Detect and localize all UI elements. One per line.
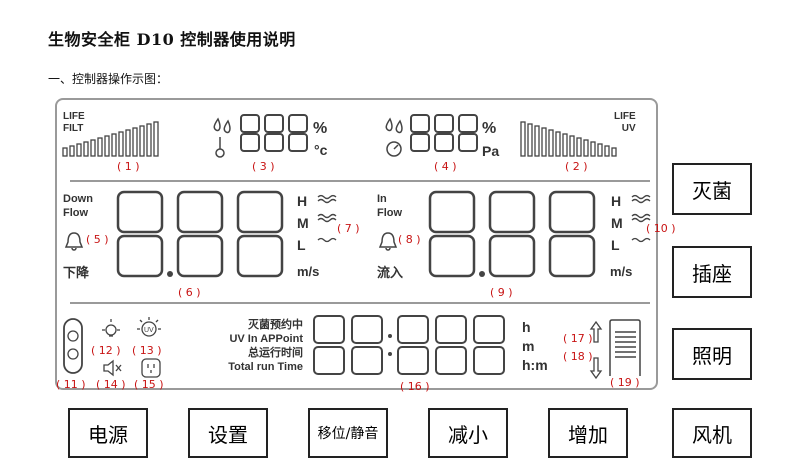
in-cn-label: 流入 [377, 266, 404, 281]
flow-text: Flow [63, 207, 89, 219]
m-level: M [297, 215, 309, 231]
inflow-unit: m/s [610, 264, 633, 279]
hour-unit: h [522, 319, 531, 335]
uv-text: UV [621, 123, 636, 134]
timer-digits [313, 315, 505, 375]
socket-icon [141, 358, 161, 378]
down-cn-label: 下降 [63, 266, 90, 281]
percent-unit-2: % [482, 120, 497, 137]
in-flow-label: In Flow [377, 192, 402, 220]
total-run-en: Total run Time [228, 361, 303, 373]
sash-window-icon [609, 319, 641, 376]
inflow-hml: H M L [611, 190, 623, 256]
downflow-digits [116, 190, 284, 278]
document-title: 生物安全柜 D10 控制器使用说明 [48, 30, 296, 49]
callout-17: ( 17 ) [563, 332, 593, 345]
lcd-divider-top [70, 180, 650, 182]
temp-humidity-digits [238, 112, 313, 166]
decrease-button[interactable]: 减小 [428, 408, 508, 458]
minute-unit: m [522, 338, 535, 354]
uv-lamp-icon: UV [137, 317, 161, 337]
seven-seg-3 [240, 114, 308, 152]
timer-units: h m h:m [522, 318, 548, 375]
life-text-2: LIFE [614, 111, 636, 122]
total-run-cn: 总运行时间 [248, 346, 303, 359]
callout-1: ( 1 ) [117, 160, 140, 173]
callout-4: ( 4 ) [434, 160, 457, 173]
shift-mute-button[interactable]: 移位/静音 [308, 408, 388, 458]
callout-5: ( 5 ) [86, 233, 109, 246]
power-button[interactable]: 电源 [68, 408, 148, 458]
callout-9: ( 9 ) [490, 286, 513, 299]
socket-button[interactable]: 插座 [672, 246, 752, 298]
lcd-divider-bottom [70, 302, 650, 304]
inflow-digits [428, 190, 596, 278]
callout-14: ( 14 ) [96, 378, 126, 391]
mute-speaker-icon [103, 359, 122, 377]
flow-text-2: Flow [377, 207, 403, 219]
pa-unit: Pa [482, 143, 500, 159]
lcd-panel [55, 98, 658, 390]
light-bulb-icon [102, 319, 120, 337]
down-text: Down [63, 193, 93, 205]
life-uv-label: LIFE UV [614, 111, 636, 135]
sterilize-button[interactable]: 灭菌 [672, 163, 752, 215]
callout-2: ( 2 ) [565, 160, 588, 173]
humidity-temp-icon [213, 117, 231, 158]
fan-speed-waves-icon [317, 194, 337, 243]
l-level-2: L [611, 237, 620, 253]
life-text: LIFE [63, 111, 85, 122]
pressure-digits [408, 112, 483, 161]
downflow-hml: H M L [297, 190, 309, 256]
hour-minute-unit: h:m [522, 357, 548, 373]
uv-appoint-en: UV In APPoint [229, 333, 303, 345]
celsius-unit: °c [314, 142, 328, 158]
callout-6: ( 6 ) [178, 286, 201, 299]
sash-up-down-icon [589, 320, 603, 380]
callout-15: ( 15 ) [134, 378, 164, 391]
filt-text: FILT [63, 123, 84, 134]
callout-12: ( 12 ) [91, 344, 121, 357]
life-filt-label: LIFE FILT [63, 111, 85, 135]
svg-text:UV: UV [144, 327, 154, 334]
callout-11: ( 11 ) [56, 378, 86, 391]
percent-unit: % [313, 120, 328, 137]
bell-icon [64, 232, 84, 251]
fan-icon [63, 318, 83, 374]
settings-button[interactable]: 设置 [188, 408, 268, 458]
uv-life-bars [520, 121, 617, 157]
timer-labels: 灭菌预约中 UV In APPoint 总运行时间 Total run Time [203, 318, 303, 374]
section-heading: 一、控制器操作示图： [48, 72, 169, 86]
light-button[interactable]: 照明 [672, 328, 752, 380]
callout-7: ( 7 ) [337, 222, 360, 235]
filter-life-bars [62, 121, 159, 157]
fan-speed-waves-icon-2 [631, 194, 651, 243]
increase-button[interactable]: 增加 [548, 408, 628, 458]
seven-seg-4 [410, 114, 478, 152]
callout-8: ( 8 ) [398, 233, 421, 246]
callout-13: ( 13 ) [132, 344, 162, 357]
fan-button[interactable]: 风机 [672, 408, 752, 458]
bell-icon-2 [378, 232, 398, 251]
h-level-2: H [611, 193, 622, 209]
down-flow-label: Down Flow [63, 192, 93, 220]
humidity-pressure-icon [385, 117, 403, 157]
callout-10: ( 10 ) [646, 222, 676, 235]
callout-19: ( 19 ) [610, 376, 640, 389]
l-level: L [297, 237, 306, 253]
callout-16: ( 16 ) [400, 380, 430, 393]
in-text: In [377, 193, 387, 205]
uv-appoint-cn: 灭菌预约中 [248, 318, 303, 331]
downflow-unit: m/s [297, 264, 320, 279]
m-level-2: M [611, 215, 623, 231]
callout-18: ( 18 ) [563, 350, 593, 363]
h-level: H [297, 193, 308, 209]
callout-3: ( 3 ) [252, 160, 275, 173]
